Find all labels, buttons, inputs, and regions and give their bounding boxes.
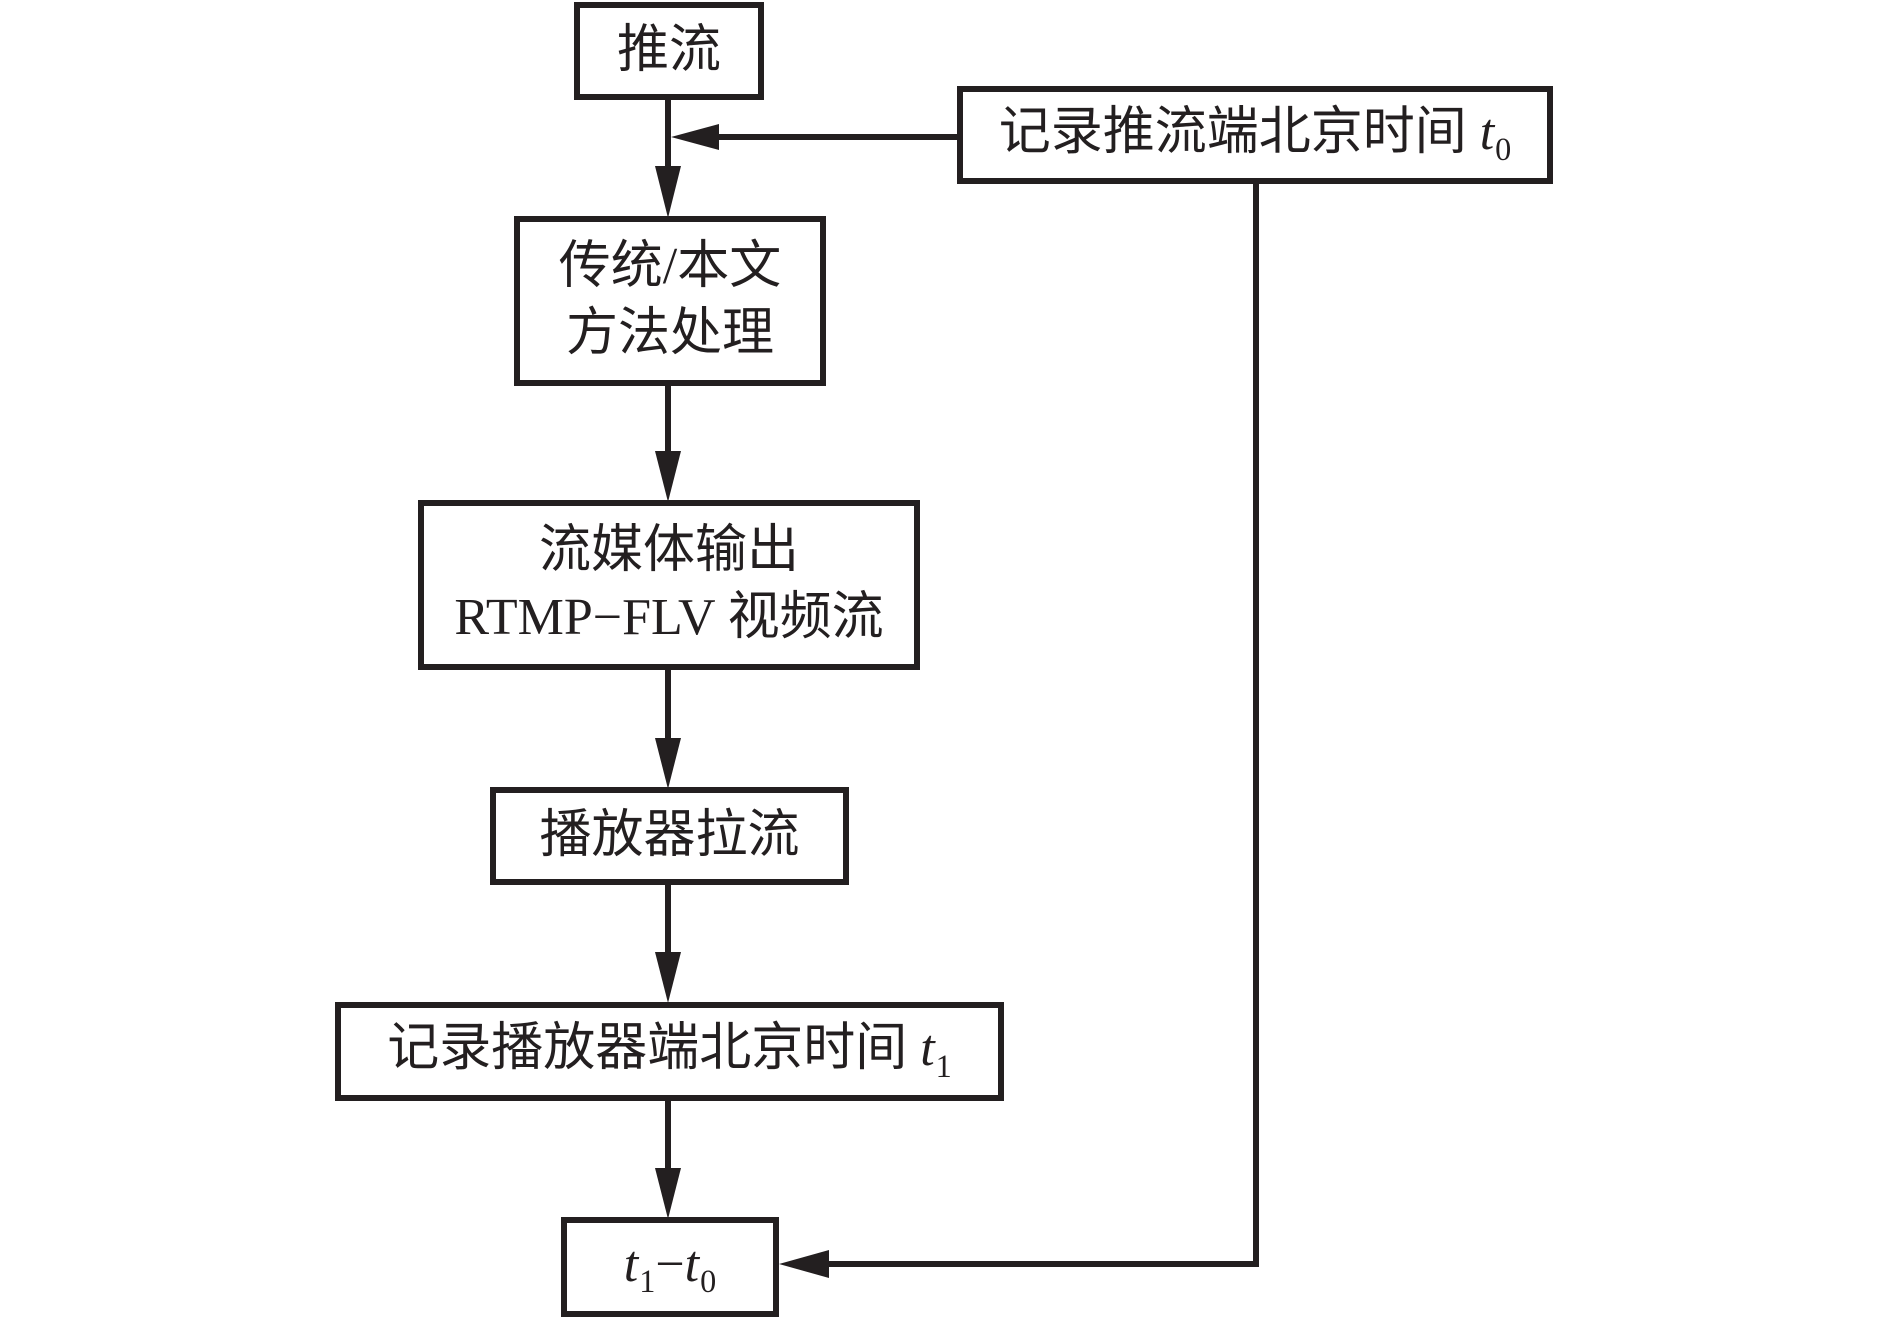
arrowhead-down-3	[655, 738, 681, 789]
arrowhead-down-1	[655, 166, 681, 218]
t1-subscript: 1	[935, 1047, 952, 1084]
node-push: 推流	[574, 2, 764, 100]
diff-t1-variable: t	[623, 1235, 639, 1293]
diff-t0-subscript: 0	[700, 1263, 717, 1300]
node-record-push-time-label: 记录推流端北京时间 t0	[999, 100, 1512, 171]
arrowhead-down-4	[655, 952, 681, 1003]
node-player-pull: 播放器拉流	[490, 787, 849, 885]
diff-minus-operator: −	[655, 1235, 685, 1293]
node-stream-output: 流媒体输出 RTMP−FLV 视频流	[418, 500, 920, 670]
node-stream-output-line-2: RTMP−FLV 视频流	[454, 589, 884, 646]
node-push-label: 推流	[616, 21, 721, 79]
arrowhead-left-t0	[671, 124, 719, 150]
node-difference-label: t1−t0	[624, 1232, 716, 1303]
node-difference: t1−t0	[561, 1217, 779, 1317]
t0-subscript: 0	[1495, 131, 1512, 168]
arrowhead-left-diff	[779, 1250, 829, 1278]
node-stream-output-line-1: 流媒体输出	[538, 522, 799, 580]
diff-t1-subscript: 1	[639, 1263, 656, 1300]
node-process-line-2: 方法处理	[565, 305, 774, 362]
record-player-time-text: 记录播放器端北京时间	[387, 1020, 908, 1078]
diff-t0-variable: t	[684, 1235, 700, 1293]
t1-variable: t	[920, 1020, 935, 1078]
node-process: 传统/本文 方法处理	[514, 216, 826, 386]
arrowhead-down-2	[655, 451, 681, 502]
node-record-push-time: 记录推流端北京时间 t0	[957, 86, 1553, 184]
node-record-player-time-label: 记录播放器端北京时间 t1	[387, 1016, 952, 1087]
t0-variable: t	[1479, 103, 1495, 161]
record-push-time-text: 记录推流端北京时间	[998, 103, 1467, 161]
edge-t0-to-diff	[826, 183, 1259, 1267]
node-record-player-time: 记录播放器端北京时间 t1	[335, 1002, 1004, 1101]
node-process-line-1: 传统/本文	[558, 238, 782, 296]
node-player-pull-label: 播放器拉流	[539, 806, 800, 864]
arrowhead-down-5	[655, 1168, 681, 1219]
